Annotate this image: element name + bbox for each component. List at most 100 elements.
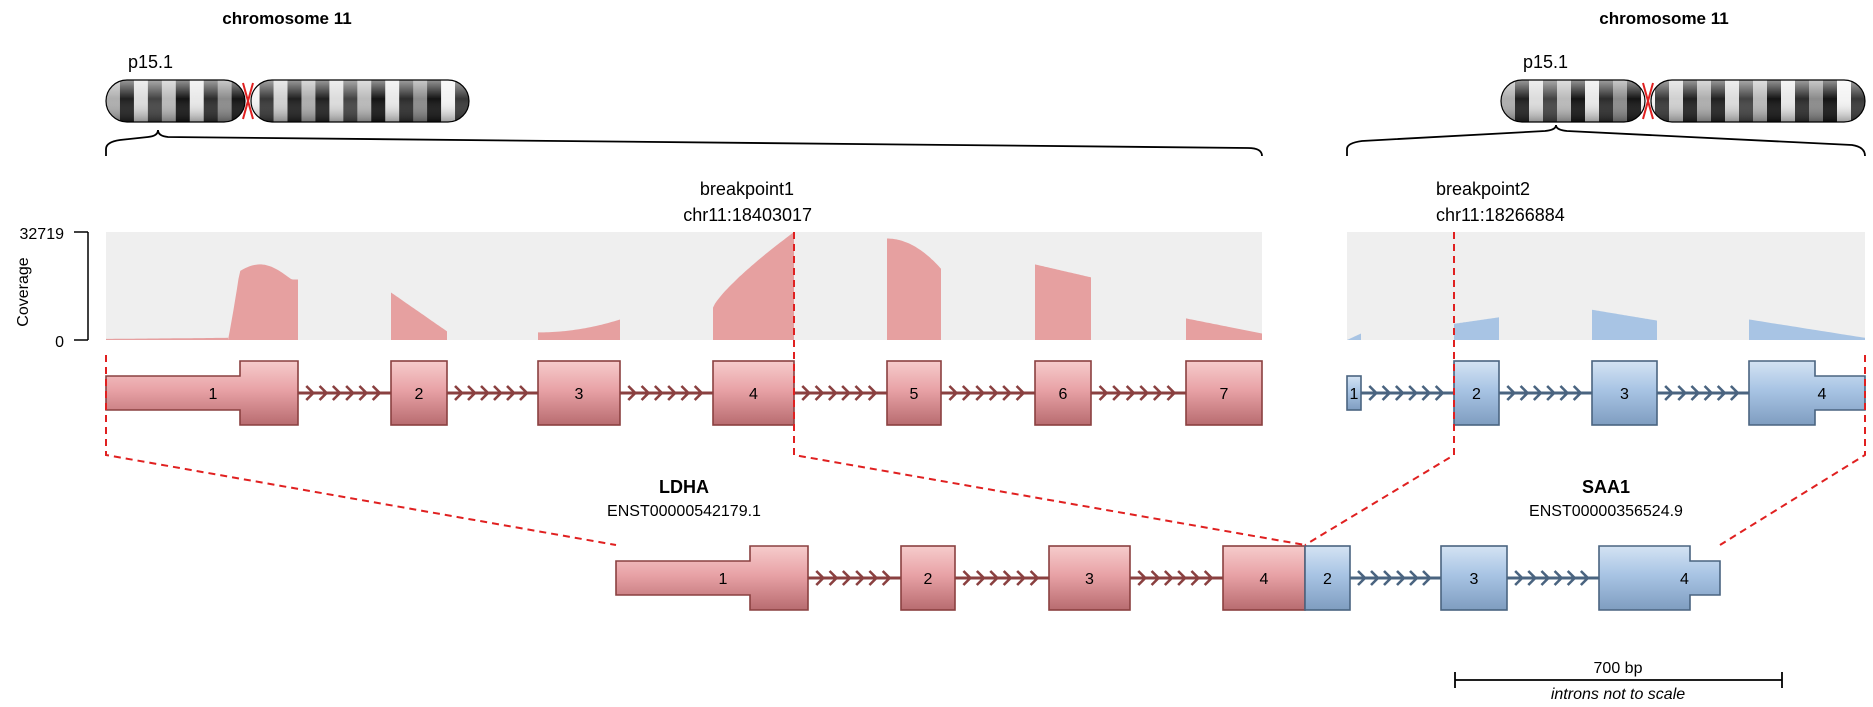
intron-arrow — [371, 385, 382, 401]
fusion-exon-1: 1 — [615, 545, 809, 611]
intron-arrow — [1203, 570, 1214, 586]
intron-arrow — [653, 385, 664, 401]
saa1-exon-1: 1 — [1346, 375, 1362, 411]
intron-arrow — [841, 570, 852, 586]
fusion-exon-3-label: 3 — [1085, 571, 1094, 588]
coverage-peak — [1749, 319, 1865, 340]
intron-arrow — [1002, 570, 1013, 586]
breakpoint1-label: breakpoint1 — [700, 179, 794, 199]
ldha-exon-7-label: 7 — [1220, 386, 1229, 403]
intron-arrow — [305, 385, 316, 401]
intron-arrow — [801, 385, 812, 401]
intron-arrow — [881, 570, 892, 586]
breakpoint1-coord: chr11:18403017 — [683, 205, 812, 225]
intron-arrow — [1514, 570, 1524, 586]
fusion-exon-6-label: 3 — [1470, 571, 1479, 588]
intron-arrow — [867, 385, 878, 401]
coverage-peak — [538, 319, 620, 340]
coverage-peak — [1186, 318, 1262, 340]
intron-arrow — [1150, 570, 1161, 586]
intron-arrow — [1163, 570, 1174, 586]
breakpoint1-line — [793, 232, 1306, 546]
scale-bar-length: 700 bp — [1594, 660, 1643, 677]
intron-arrow — [1422, 570, 1432, 586]
intron-arrow — [1016, 570, 1026, 586]
coverage-peak — [1347, 333, 1361, 340]
intron-arrow — [1015, 385, 1026, 401]
coverage-axis: 32719 0 Coverage — [15, 226, 89, 351]
intron-arrow — [1190, 570, 1201, 586]
scale-bar-note: introns not to scale — [1551, 686, 1685, 703]
intron-arrow — [975, 570, 986, 586]
saa1-exon-2-label: 2 — [1472, 386, 1481, 403]
left-band-label: p15.1 — [128, 52, 173, 72]
ldha-exon-2-label: 2 — [415, 386, 424, 403]
intron-arrow — [1125, 385, 1136, 401]
intron-arrow — [961, 385, 972, 401]
intron-arrow — [1559, 385, 1570, 401]
fusion-exon-6: 3 — [1440, 545, 1508, 611]
intron-arrow — [1434, 385, 1445, 401]
intron-arrow — [1357, 570, 1367, 586]
saa1-gene-name: SAA1 — [1582, 477, 1630, 497]
intron-arrow — [1029, 570, 1040, 586]
ldha-exon-5-label: 5 — [910, 386, 919, 403]
coverage-peak — [1592, 309, 1657, 340]
intron-arrow — [493, 385, 503, 401]
fusion-exon-5: 2 — [1304, 545, 1351, 611]
saa1-exon-4: 4 — [1748, 360, 1866, 426]
coverage-peak — [391, 292, 447, 340]
intron-arrow — [1112, 385, 1122, 401]
intron-arrow — [828, 570, 839, 586]
intron-arrow — [1572, 385, 1583, 401]
ldha-exon-7: 7 — [1185, 360, 1263, 426]
fusion-transcript: 1 2 3 4 2 3 4 — [615, 545, 1721, 611]
right-coverage-track — [1347, 309, 1865, 340]
intron-arrow — [1394, 385, 1405, 401]
fusion-exon-7-label: 4 — [1680, 571, 1689, 588]
right-zoom-bracket — [1346, 124, 1866, 157]
breakpoint2-line — [1304, 232, 1455, 546]
intron-arrow — [506, 385, 516, 401]
coverage-peak — [713, 232, 794, 340]
intron-arrow — [868, 570, 879, 586]
saa1-transcript-id: ENST00000356524.9 — [1529, 503, 1683, 520]
intron-arrow — [1408, 385, 1418, 401]
intron-arrow — [1166, 385, 1177, 401]
intron-arrow — [1716, 385, 1727, 401]
intron-arrow — [1519, 385, 1530, 401]
coverage-peak — [1035, 264, 1091, 340]
saa1-exon-3-label: 3 — [1620, 386, 1629, 403]
intron-arrow — [1506, 385, 1517, 401]
intron-arrow — [1579, 570, 1590, 586]
intron-arrow — [640, 385, 651, 401]
fusion-exon-4-label: 4 — [1260, 571, 1269, 588]
intron-arrow — [975, 385, 986, 401]
intron-arrow — [1381, 385, 1392, 401]
intron-arrow — [1177, 570, 1187, 586]
intron-arrow — [1566, 570, 1577, 586]
ldha-exon-4-label: 4 — [749, 386, 758, 403]
intron-arrow — [1002, 385, 1012, 401]
breakpoint-lines — [105, 232, 1866, 546]
breakpoint2-label: breakpoint2 — [1436, 179, 1530, 199]
fusion-exon-2-label: 2 — [924, 571, 933, 588]
ldha-transcript-id: ENST00000542179.1 — [607, 503, 761, 520]
right-band-label: p15.1 — [1523, 52, 1568, 72]
saa1-exon-1-label: 1 — [1350, 386, 1359, 403]
intron-arrow — [1677, 385, 1688, 401]
ldha-gene-track: 1 2 3 4 5 6 7 — [105, 360, 1263, 426]
ldha-exon-3-label: 3 — [575, 386, 584, 403]
ldha-exon-1-label: 1 — [209, 386, 218, 403]
intron-arrow — [480, 385, 490, 401]
intron-arrow — [1137, 570, 1148, 586]
fusion-exon-5-label: 2 — [1323, 571, 1332, 588]
intron-arrow — [815, 570, 826, 586]
intron-arrow — [693, 385, 704, 401]
coverage-peak — [887, 238, 941, 340]
ldha-exon-6: 6 — [1034, 360, 1092, 426]
scale-bar: 700 bp introns not to scale — [1454, 660, 1783, 703]
centromere-marker — [1642, 82, 1654, 120]
saa1-exon-4-label: 4 — [1818, 386, 1827, 403]
